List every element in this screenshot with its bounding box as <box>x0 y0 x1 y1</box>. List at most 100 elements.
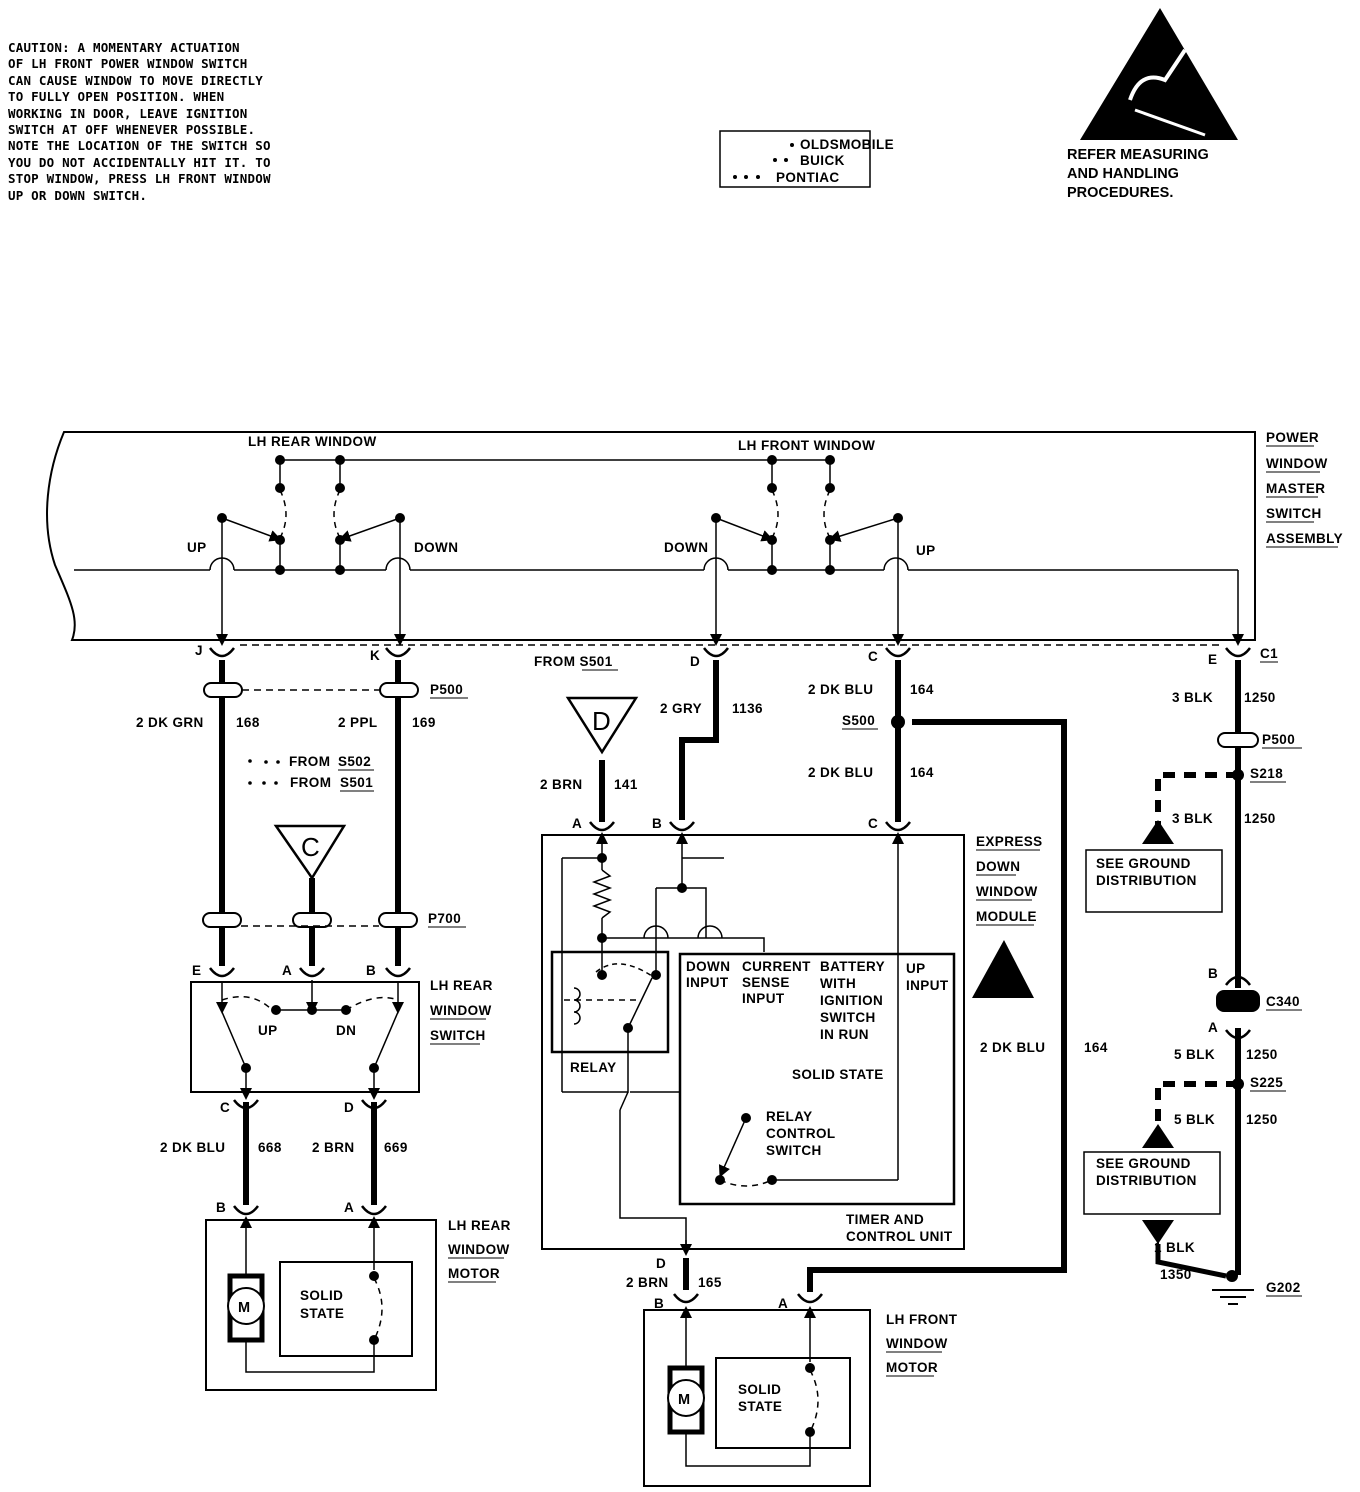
svg-text:MOTOR: MOTOR <box>448 1266 500 1281</box>
p500-label: P500 <box>430 682 463 697</box>
svg-text:WINDOW: WINDOW <box>430 1003 492 1018</box>
svg-text:SWITCH: SWITCH <box>766 1143 822 1158</box>
wire-141-color: 2 BRN <box>540 777 583 792</box>
svg-text:BATTERY: BATTERY <box>820 959 885 974</box>
svg-text:STATE: STATE <box>738 1399 782 1414</box>
wire-1250-color-d: 5 BLK <box>1174 1112 1215 1127</box>
svg-text:SWITCH: SWITCH <box>820 1010 876 1025</box>
p500-connector <box>203 682 1259 748</box>
svg-text:A: A <box>344 1200 354 1215</box>
svg-text:LH REAR: LH REAR <box>448 1218 511 1233</box>
wire-669-color: 2 BRN <box>312 1140 355 1155</box>
s500-label: S500 <box>842 713 875 728</box>
wire-1250-circuit-c: 1250 <box>1246 1047 1278 1062</box>
legend-oldsmobile: OLDSMOBILE <box>800 137 894 152</box>
relay-label: RELAY <box>570 1060 617 1075</box>
lh-rear-window-switch <box>190 981 420 1093</box>
svg-text:CONTROL UNIT: CONTROL UNIT <box>846 1229 953 1244</box>
lh-rear-window-motor <box>205 1219 437 1391</box>
svg-text:B: B <box>654 1296 664 1311</box>
from-s501-note: FROM S501 <box>534 654 613 669</box>
svg-text:SEE GROUND: SEE GROUND <box>1096 1156 1191 1171</box>
svg-text:D: D <box>656 1256 666 1271</box>
wire-1250-color: 3 BLK <box>1172 690 1213 705</box>
wire-1250-color-c: 5 BLK <box>1174 1047 1215 1062</box>
front-up-label: UP <box>916 543 936 558</box>
wire-164-circuit: 164 <box>910 682 934 697</box>
svg-text:STATE: STATE <box>300 1306 344 1321</box>
svg-text:INPUT: INPUT <box>686 975 729 990</box>
svg-text:S501: S501 <box>340 775 373 790</box>
wire-1250-circuit-b: 1250 <box>1244 811 1276 826</box>
svg-text:C: C <box>220 1100 230 1115</box>
svg-text:SOLID: SOLID <box>738 1382 781 1397</box>
wire-668-circuit: 668 <box>258 1140 282 1155</box>
esd-icon <box>1080 8 1238 140</box>
svg-text:FROM: FROM <box>289 754 330 769</box>
svg-text:DISTRIBUTION: DISTRIBUTION <box>1096 873 1197 888</box>
wire-1136-circuit: 1136 <box>732 701 763 716</box>
svg-text:LH FRONT: LH FRONT <box>886 1312 958 1327</box>
wire-1350-color: 1 BLK <box>1154 1240 1195 1255</box>
pin-c: C <box>868 649 878 664</box>
svg-text:WINDOW: WINDOW <box>886 1336 948 1351</box>
pin-d: D <box>690 654 700 669</box>
svg-text:EXPRESS: EXPRESS <box>976 834 1043 849</box>
wire-668-color: 2 DK BLU <box>160 1140 225 1155</box>
ground-symbol <box>1212 1289 1254 1305</box>
svg-text:WINDOW: WINDOW <box>976 884 1038 899</box>
lh-front-window-motor <box>643 1309 871 1487</box>
wire-164-circuit-b: 164 <box>910 765 934 780</box>
express-module-title: EXPRESS DOWN WINDOW MODULE <box>976 834 1043 926</box>
svg-text:DISTRIBUTION: DISTRIBUTION <box>1096 1173 1197 1188</box>
esd-icon-small <box>972 940 1034 998</box>
lh-rear-window-label: LH REAR WINDOW <box>248 434 377 449</box>
p700-label: P700 <box>428 911 461 926</box>
svg-text:RELAY: RELAY <box>766 1109 813 1124</box>
express-inputs: DOWN INPUT CURRENT SENSE INPUT BATTERY W… <box>686 959 953 1244</box>
caution-note: CAUTION: A MOMENTARY ACTUATION OF LH FRO… <box>8 40 271 203</box>
svg-text:B: B <box>1208 966 1218 981</box>
svg-text:SWITCH: SWITCH <box>430 1028 486 1043</box>
svg-text:UP: UP <box>906 961 926 976</box>
from-s502-note: FROM S502 FROM S501 <box>248 754 374 792</box>
svg-text:SOLID STATE: SOLID STATE <box>792 1067 884 1082</box>
make-legend: OLDSMOBILE BUICK PONTIAC <box>719 130 894 188</box>
svg-text:WITH: WITH <box>820 976 856 991</box>
wire-1250-circuit-d: 1250 <box>1246 1112 1278 1127</box>
svg-text:POWER: POWER <box>1266 430 1319 445</box>
svg-text:FROM: FROM <box>290 775 331 790</box>
master-switch-assembly <box>46 431 1256 646</box>
lh-rear-motor-title: LH REAR WINDOW MOTOR <box>448 1218 511 1283</box>
master-switch-title: POWER WINDOW MASTER SWITCH ASSEMBLY <box>1266 430 1343 548</box>
svg-text:C: C <box>868 816 878 831</box>
svg-text:A: A <box>1208 1020 1218 1035</box>
wire-141-circuit: 141 <box>614 777 638 792</box>
svg-text:A: A <box>572 816 582 831</box>
c340-connector <box>1216 975 1260 1040</box>
svg-text:DOWN: DOWN <box>686 959 730 974</box>
svg-text:S502: S502 <box>338 754 371 769</box>
lh-front-window-label: LH FRONT WINDOW <box>738 438 875 453</box>
svg-text:MOTOR: MOTOR <box>886 1360 938 1375</box>
c340-label: C340 <box>1266 994 1300 1009</box>
esd-note-line3: PROCEDURES. <box>1067 185 1173 201</box>
svg-text:WINDOW: WINDOW <box>1266 456 1328 471</box>
svg-text:DOWN: DOWN <box>976 859 1020 874</box>
lh-front-motor-title: LH FRONT WINDOW MOTOR <box>886 1312 958 1377</box>
esd-note-line1: REFER MEASURING <box>1067 147 1209 163</box>
svg-text:B: B <box>652 816 662 831</box>
rear-switch-up: UP <box>258 1023 278 1038</box>
reference-c-label: C <box>301 832 320 862</box>
p700-connector <box>202 912 418 928</box>
svg-text:INPUT: INPUT <box>742 991 785 1006</box>
reference-d-label: D <box>592 706 611 736</box>
s218-label: S218 <box>1250 766 1283 781</box>
see-ground-distribution-1 <box>1085 849 1223 913</box>
express-down-window-module <box>541 834 965 1250</box>
wire-169-color: 2 PPL <box>338 715 378 730</box>
front-down-label: DOWN <box>664 540 708 555</box>
svg-text:INPUT: INPUT <box>906 978 949 993</box>
svg-text:SWITCH: SWITCH <box>1266 506 1322 521</box>
